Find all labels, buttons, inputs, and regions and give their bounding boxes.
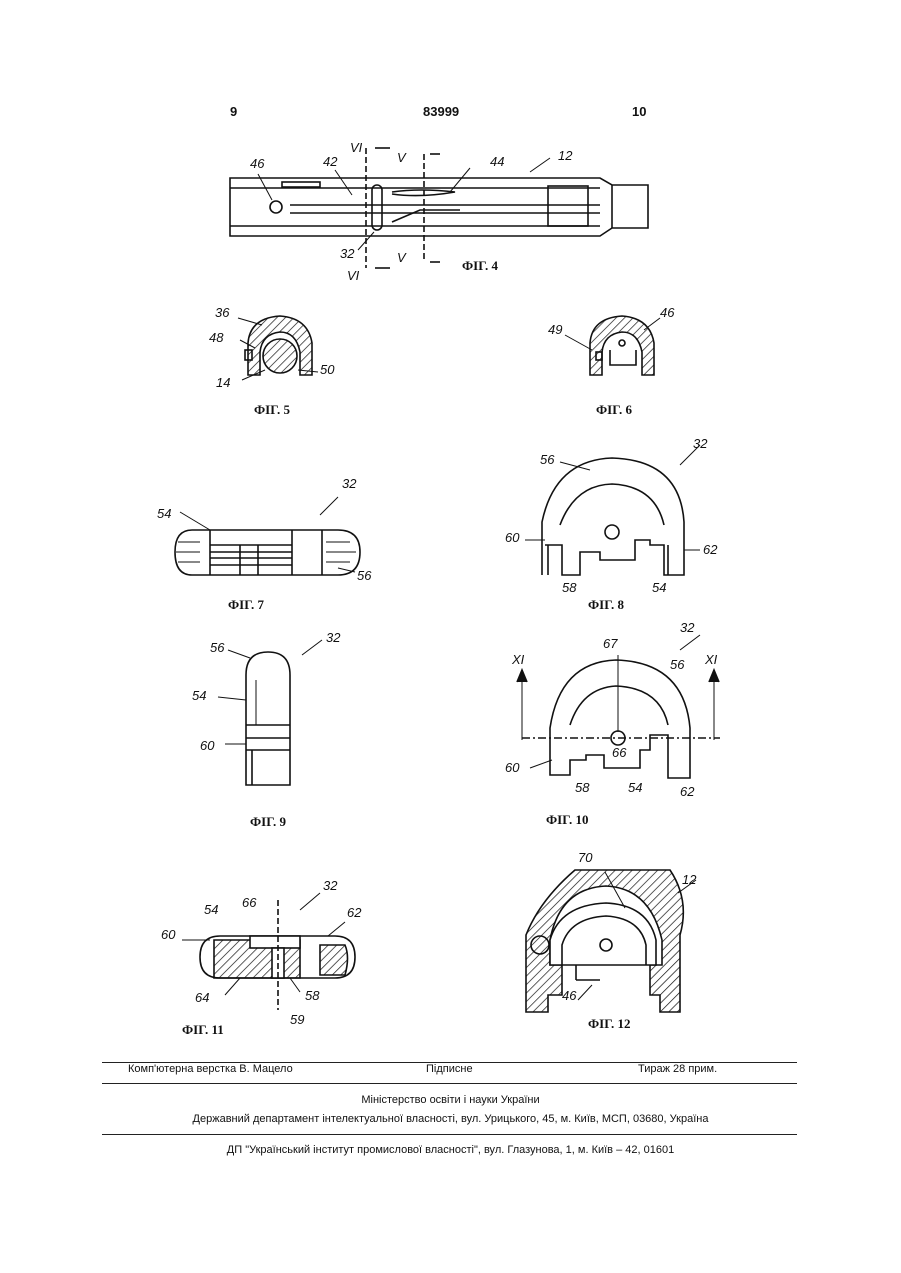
footer-department: Державний департамент інтелектуальної вл… — [0, 1113, 901, 1125]
fig5-ref: 36 — [215, 305, 229, 320]
fig11-ref: 54 — [204, 902, 218, 917]
fig6-ref: 46 — [660, 305, 674, 320]
fig4-ref: 44 — [490, 154, 504, 169]
fig12-ref: 70 — [578, 850, 592, 865]
fig11-ref: 60 — [161, 927, 175, 942]
fig10-ref: 54 — [628, 780, 642, 795]
footer-institute: ДП "Український інститут промислової вла… — [0, 1144, 901, 1156]
footer-print-run: Тираж 28 прим. — [638, 1063, 717, 1075]
footer-rule-middle — [102, 1083, 797, 1084]
fig9-ref: 32 — [326, 630, 340, 645]
fig4-ref: VI — [347, 268, 359, 283]
fig11-ref: 58 — [305, 988, 319, 1003]
fig12-ref: 12 — [682, 872, 696, 887]
fig9-ref: 60 — [200, 738, 214, 753]
fig5-ref: 48 — [209, 330, 223, 345]
fig5-ref: 14 — [216, 375, 230, 390]
fig12-ref: 46 — [562, 988, 576, 1003]
fig10-ref: 58 — [575, 780, 589, 795]
fig9-caption: ФІГ. 9 — [250, 814, 286, 830]
fig4-drawing — [230, 148, 648, 268]
fig8-ref: 54 — [652, 580, 666, 595]
fig8-ref: 62 — [703, 542, 717, 557]
fig9-ref: 56 — [210, 640, 224, 655]
fig11-ref: 66 — [242, 895, 256, 910]
fig10-ref: XI — [705, 652, 717, 667]
fig11-caption: ФІГ. 11 — [182, 1022, 224, 1038]
fig10-ref: 60 — [505, 760, 519, 775]
fig4-ref: 42 — [323, 154, 337, 169]
fig6-drawing — [565, 316, 660, 375]
fig10-ref: 56 — [670, 657, 684, 672]
fig10-ref: 32 — [680, 620, 694, 635]
fig7-ref: 54 — [157, 506, 171, 521]
fig10-ref: 62 — [680, 784, 694, 799]
fig8-ref: 56 — [540, 452, 554, 467]
fig4-ref: 32 — [340, 246, 354, 261]
fig11-ref: 64 — [195, 990, 209, 1005]
fig7-drawing — [175, 497, 360, 575]
fig9-ref: 54 — [192, 688, 206, 703]
footer-rule-bottom — [102, 1134, 797, 1135]
footer-signed: Підписне — [426, 1063, 473, 1075]
fig8-ref: 58 — [562, 580, 576, 595]
fig7-ref: 56 — [357, 568, 371, 583]
fig12-drawing — [526, 870, 696, 1012]
fig4-ref: 46 — [250, 156, 264, 171]
fig4-caption: ФІГ. 4 — [462, 258, 498, 274]
footer-layout-credit: Комп'ютерна верстка В. Мацело — [128, 1063, 293, 1075]
footer-ministry: Міністерство освіти і науки України — [0, 1094, 901, 1106]
fig11-ref: 32 — [323, 878, 337, 893]
fig4-ref: 12 — [558, 148, 572, 163]
fig10-ref: 67 — [603, 636, 617, 651]
fig5-drawing — [238, 316, 318, 380]
fig11-ref: 62 — [347, 905, 361, 920]
fig8-ref: 32 — [693, 436, 707, 451]
fig6-caption: ФІГ. 6 — [596, 402, 632, 418]
fig12-caption: ФІГ. 12 — [588, 1016, 631, 1032]
fig10-ref: XI — [512, 652, 524, 667]
fig10-ref: 66 — [612, 745, 626, 760]
fig11-ref: 59 — [290, 1012, 304, 1027]
fig10-caption: ФІГ. 10 — [546, 812, 589, 828]
fig5-caption: ФІГ. 5 — [254, 402, 290, 418]
fig5-ref: 50 — [320, 362, 334, 377]
fig4-ref: VI — [350, 140, 362, 155]
fig8-ref: 60 — [505, 530, 519, 545]
fig8-caption: ФІГ. 8 — [588, 597, 624, 613]
fig4-ref: V — [397, 150, 406, 165]
fig4-ref: V — [397, 250, 406, 265]
fig9-drawing — [218, 640, 322, 785]
fig6-ref: 49 — [548, 322, 562, 337]
fig7-ref: 32 — [342, 476, 356, 491]
fig7-caption: ФІГ. 7 — [228, 597, 264, 613]
